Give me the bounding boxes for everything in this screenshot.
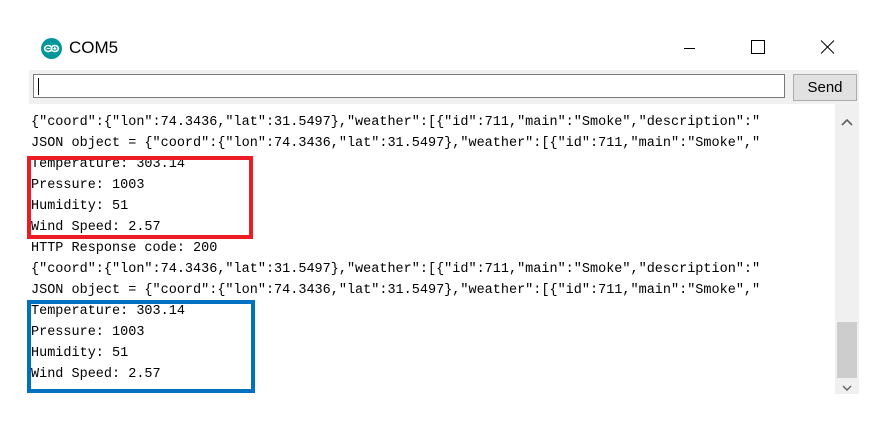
scroll-down-button[interactable] bbox=[835, 382, 859, 394]
minimize-button[interactable] bbox=[674, 34, 704, 62]
scroll-up-button[interactable] bbox=[835, 112, 859, 132]
console-line: HTTP Response code: 200 bbox=[31, 241, 218, 256]
serial-input-field[interactable] bbox=[33, 74, 785, 98]
arduino-logo-icon bbox=[41, 38, 62, 59]
red-highlight-box bbox=[27, 156, 253, 239]
console-line: JSON object = {"coord":{"lon":74.3436,"l… bbox=[31, 136, 761, 151]
minimize-icon bbox=[684, 48, 695, 49]
console-line: Wind Speed: 2.57 bbox=[31, 367, 161, 382]
title-bar: COM5 bbox=[0, 0, 888, 70]
vertical-scrollbar[interactable] bbox=[835, 104, 859, 394]
close-button[interactable] bbox=[812, 34, 842, 62]
scroll-thumb[interactable] bbox=[837, 322, 857, 378]
console-line: Temperature: 303.14 bbox=[31, 157, 185, 172]
console-line: Humidity: 51 bbox=[31, 199, 129, 214]
maximize-icon bbox=[751, 40, 765, 54]
console-line: Pressure: 1003 bbox=[31, 325, 145, 340]
window-title: COM5 bbox=[69, 38, 119, 57]
console-line: Temperature: 303.14 bbox=[31, 304, 185, 319]
text-caret bbox=[38, 78, 39, 95]
chevron-up-icon bbox=[841, 118, 853, 126]
console-line: Humidity: 51 bbox=[31, 346, 129, 361]
send-button[interactable]: Send bbox=[793, 74, 857, 101]
console-line: {"coord":{"lon":74.3436,"lat":31.5497},"… bbox=[31, 262, 761, 277]
console-line: Wind Speed: 2.57 bbox=[31, 220, 161, 235]
close-icon bbox=[820, 40, 835, 54]
maximize-button[interactable] bbox=[742, 34, 772, 62]
console-line: Pressure: 1003 bbox=[31, 178, 145, 193]
serial-output-console[interactable]: {"coord":{"lon":74.3436,"lat":31.5497},"… bbox=[29, 104, 835, 394]
console-line: JSON object = {"coord":{"lon":74.3436,"l… bbox=[31, 283, 761, 298]
send-bar: Send bbox=[29, 70, 859, 104]
console-line: {"coord":{"lon":74.3436,"lat":31.5497},"… bbox=[31, 115, 761, 130]
blue-highlight-box bbox=[27, 300, 255, 393]
chevron-down-icon bbox=[842, 385, 852, 391]
